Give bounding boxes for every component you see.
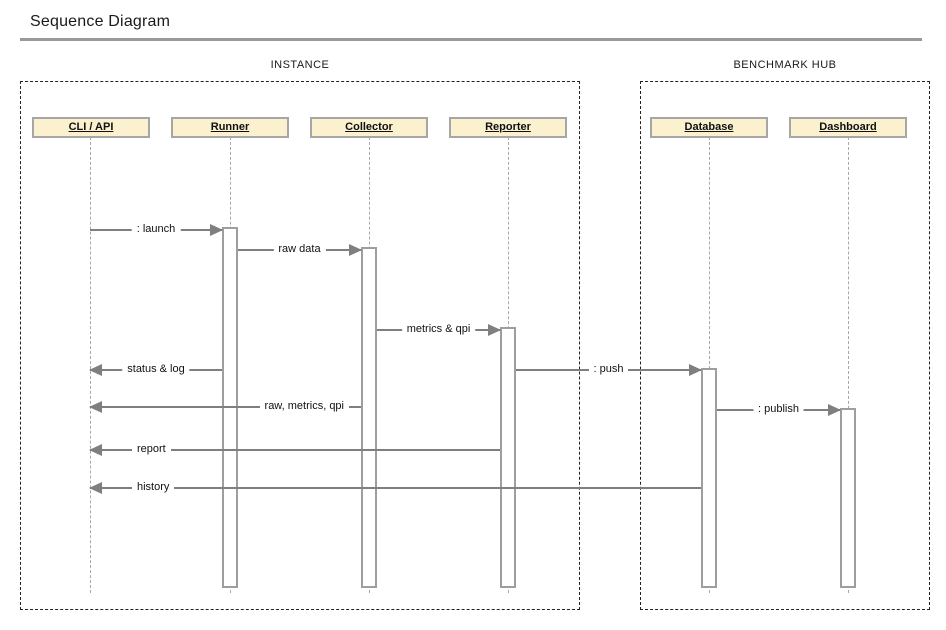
message-publish-label: : publish bbox=[753, 403, 804, 417]
activation-dashboard bbox=[840, 408, 856, 588]
message-raw-metrics-qpi: raw, metrics, qpi bbox=[89, 400, 361, 414]
message-metrics-qpi-label: metrics & qpi bbox=[401, 323, 476, 337]
message-push: : push bbox=[516, 363, 702, 377]
frame-benchmark-hub bbox=[640, 81, 930, 610]
actor-box-cli-api: CLI / API bbox=[32, 117, 150, 138]
message-publish: : publish bbox=[717, 403, 841, 417]
actor-label-runner: Runner bbox=[210, 121, 250, 133]
message-history-label: history bbox=[132, 481, 175, 495]
message-launch: : launch bbox=[90, 223, 223, 237]
actor-box-runner: Runner bbox=[171, 117, 289, 138]
message-status-log: status & log bbox=[89, 363, 222, 377]
actor-label-reporter: Reporter bbox=[485, 121, 531, 133]
message-history: history bbox=[89, 481, 701, 495]
message-status-log-label: status & log bbox=[122, 363, 190, 377]
message-launch-label: : launch bbox=[131, 223, 181, 237]
actor-box-reporter: Reporter bbox=[449, 117, 567, 138]
actor-label-collector: Collector bbox=[345, 121, 393, 133]
arrowhead-left-icon bbox=[89, 482, 102, 494]
activation-database bbox=[701, 368, 717, 588]
activation-collector bbox=[361, 247, 377, 588]
arrowhead-right-icon bbox=[689, 364, 702, 376]
actor-label-dashboard: Dashboard bbox=[819, 121, 877, 133]
actor-box-collector: Collector bbox=[310, 117, 428, 138]
frame-label-benchmark-hub: BENCHMARK HUB bbox=[733, 59, 837, 71]
message-metrics-qpi: metrics & qpi bbox=[377, 323, 501, 337]
actor-label-cli-api: CLI / API bbox=[68, 121, 114, 133]
message-report: report bbox=[89, 443, 500, 457]
activation-reporter bbox=[500, 327, 516, 588]
page-title: Sequence Diagram bbox=[30, 13, 171, 30]
frame-label-instance: INSTANCE bbox=[270, 59, 330, 71]
arrowhead-right-icon bbox=[488, 324, 501, 336]
frame-instance bbox=[20, 81, 580, 610]
arrowhead-left-icon bbox=[89, 444, 102, 456]
message-raw-data: raw data bbox=[238, 243, 362, 257]
arrowhead-left-icon bbox=[89, 401, 102, 413]
arrowhead-left-icon bbox=[89, 364, 102, 376]
lifeline-database bbox=[709, 137, 710, 593]
title-underline bbox=[20, 38, 922, 41]
arrowhead-right-icon bbox=[828, 404, 841, 416]
arrowhead-right-icon bbox=[349, 244, 362, 256]
message-raw-data-label: raw data bbox=[273, 243, 326, 257]
actor-box-database: Database bbox=[650, 117, 768, 138]
message-report-label: report bbox=[132, 443, 171, 457]
message-push-label: : push bbox=[588, 363, 629, 377]
arrowhead-right-icon bbox=[210, 224, 223, 236]
actor-label-database: Database bbox=[684, 121, 734, 133]
lifeline-dashboard bbox=[848, 137, 849, 593]
actor-box-dashboard: Dashboard bbox=[789, 117, 907, 138]
message-raw-metrics-qpi-label: raw, metrics, qpi bbox=[259, 400, 349, 414]
